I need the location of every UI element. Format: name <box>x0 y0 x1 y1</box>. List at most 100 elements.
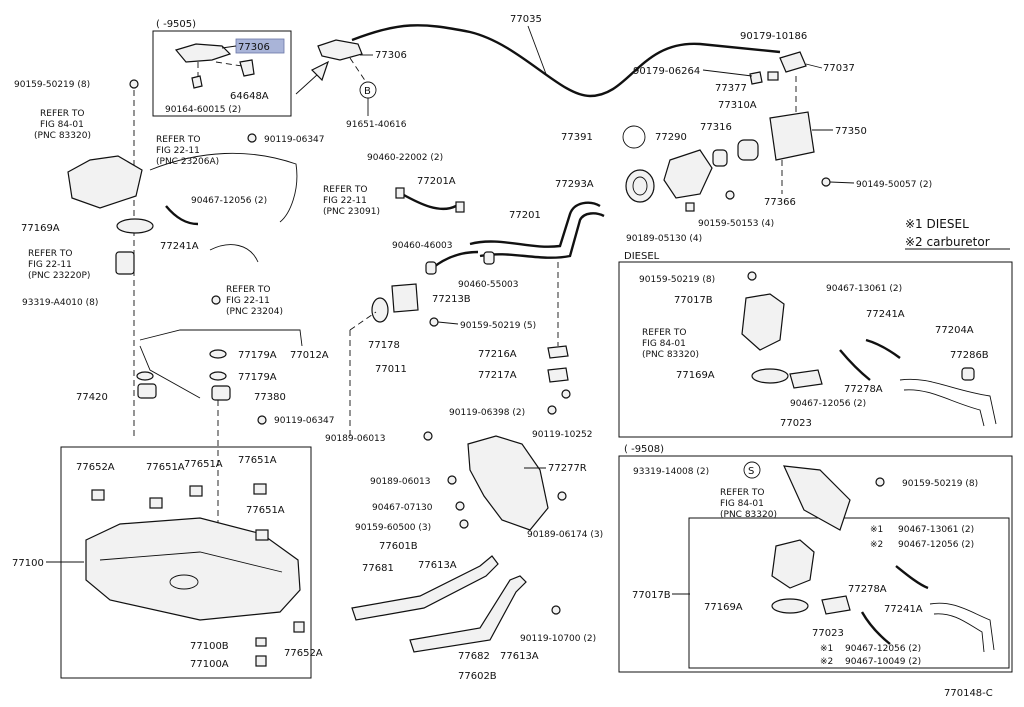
part-93319-A4010: 93319-A4010 (8) <box>22 298 98 308</box>
part-77201: 77201 <box>509 210 541 221</box>
marker-b-label: B <box>364 86 371 97</box>
part-77613A-2: 77613A <box>500 651 539 662</box>
part-77035: 77035 <box>510 14 542 25</box>
diesel-sender-bracket <box>741 293 785 351</box>
legend-carburetor: ※2 carburetor <box>905 235 990 249</box>
part-77420: 77420 <box>76 392 108 403</box>
diesel-part-77023: 77023 <box>780 418 812 429</box>
part-77310A: 77310A <box>718 100 757 111</box>
ref-block-1: REFER TO FIG 84-01 (PNC 83320) <box>34 109 91 141</box>
part-77306-box: 77306 <box>238 42 270 53</box>
svg-text:FIG 22-11: FIG 22-11 <box>28 260 72 270</box>
part-77277R: 77277R <box>548 463 587 474</box>
part-90164-60015: 90164-60015 (2) <box>165 105 241 115</box>
svg-text:(PNC 23204): (PNC 23204) <box>226 307 283 317</box>
diesel-label: DIESEL <box>624 251 660 262</box>
part-77178: 77178 <box>368 340 400 351</box>
part-77035-cable <box>351 24 781 98</box>
part-77316: 77316 <box>700 122 732 133</box>
part-77293A-shape <box>625 169 655 203</box>
svg-text:(PNC 23206A): (PNC 23206A) <box>156 157 219 167</box>
ref-block-7: REFER TO FIG 84-01 (PNC 83320) <box>720 488 777 520</box>
part-90179-06264: 90179-06264 <box>633 66 700 77</box>
part-90159-50219-8a: 90159-50219 (8) <box>14 80 90 90</box>
ref-block-6: REFER TO FIG 84-01 (PNC 83320) <box>642 328 699 360</box>
diesel-part-77204A: 77204A <box>935 325 974 336</box>
part-77100B: 77100B <box>190 641 229 652</box>
svg-text:FIG 84-01: FIG 84-01 <box>720 499 764 509</box>
part-90460-55003: 90460-55003 <box>458 280 519 290</box>
fuel-pump-bracket <box>67 155 143 209</box>
part-90119-06347-a: 90119-06347 <box>264 135 325 145</box>
svg-text:FIG 84-01: FIG 84-01 <box>642 339 686 349</box>
svg-text:(PNC 23220P): (PNC 23220P) <box>28 271 90 281</box>
part-77290-shape <box>663 149 713 199</box>
svg-text:(PNC 23091): (PNC 23091) <box>323 207 380 217</box>
carb-part-77023: 77023 <box>812 628 844 639</box>
part-90179-10186: 90179-10186 <box>740 31 807 42</box>
part-77350-shape <box>769 111 815 161</box>
part-77100: 77100 <box>12 558 44 569</box>
part-77602B-strap <box>409 575 527 653</box>
part-90119-06398: 90119-06398 (2) <box>449 408 525 418</box>
part-77217A: 77217A <box>478 370 517 381</box>
carb-part-90467-13061: 90467-13061 (2) <box>898 525 974 535</box>
svg-text:REFER TO: REFER TO <box>323 185 368 195</box>
part-90159-50153: 90159-50153 (4) <box>698 219 774 229</box>
part-77602B: 77602B <box>458 671 497 682</box>
svg-text:REFER TO: REFER TO <box>156 135 201 145</box>
part-77241A: 77241A <box>160 241 199 252</box>
top-inset-parts <box>174 38 285 89</box>
part-77201A-hose <box>401 192 457 211</box>
diesel-part-77241A: 77241A <box>866 309 905 320</box>
part-77651A-3: 77651A <box>238 455 277 466</box>
part-77366: 77366 <box>764 197 796 208</box>
part-90189-06013-b: 90189-06013 <box>370 477 431 487</box>
carb-part-90467-12056-b: 90467-12056 (2) <box>845 644 921 654</box>
svg-text:(PNC 83320): (PNC 83320) <box>34 131 91 141</box>
fuel-tank-77100 <box>85 517 301 621</box>
svg-text:REFER TO: REFER TO <box>226 285 271 295</box>
part-77420-shape <box>137 383 157 399</box>
part-90159-60500: 90159-60500 (3) <box>355 523 431 533</box>
part-77652A-2: 77652A <box>284 648 323 659</box>
part-90460-46003: 90460-46003 <box>392 241 453 251</box>
lower-box <box>618 455 1013 673</box>
marker-s <box>743 461 761 479</box>
part-77179A-1: 77179A <box>238 350 277 361</box>
part-77391: 77391 <box>561 132 593 143</box>
tank-box <box>60 446 312 679</box>
diesel-part-77169A: 77169A <box>676 370 715 381</box>
part-77350: 77350 <box>835 126 867 137</box>
carb-part-90159-50219: 90159-50219 (8) <box>902 479 978 489</box>
part-77681: 77681 <box>362 563 394 574</box>
diesel-part-77278A: 77278A <box>844 384 883 395</box>
part-77011: 77011 <box>375 364 407 375</box>
part-77613A-1: 77613A <box>418 560 457 571</box>
part-77380-shape <box>211 385 231 401</box>
part-77601B: 77601B <box>379 541 418 552</box>
figure-id: 770148-C <box>944 688 993 699</box>
part-90189-06013-a: 90189-06013 <box>325 434 386 444</box>
part-91651-40616: 91651-40616 <box>346 120 407 130</box>
part-77682: 77682 <box>458 651 490 662</box>
part-77293A: 77293A <box>555 179 594 190</box>
part-90149-50057: 90149-50057 (2) <box>856 180 932 190</box>
svg-text:REFER TO: REFER TO <box>720 488 765 498</box>
svg-text:(PNC 83320): (PNC 83320) <box>720 510 777 520</box>
part-77651A-4: 77651A <box>246 505 285 516</box>
part-77178-shape <box>371 297 389 323</box>
part-77201A: 77201A <box>417 176 456 187</box>
ref-block-4: REFER TO FIG 22-11 (PNC 23220P) <box>28 249 90 281</box>
carb-sender-bracket <box>771 539 815 589</box>
svg-text:FIG 84-01: FIG 84-01 <box>40 120 84 130</box>
part-90119-10252: 90119-10252 <box>532 430 593 440</box>
svg-text:FIG 22-11: FIG 22-11 <box>226 296 270 306</box>
part-90119-10700: 90119-10700 (2) <box>520 634 596 644</box>
part-90460-22002: 90460-22002 (2) <box>367 153 443 163</box>
marker-s-label: S <box>748 466 754 477</box>
part-77277R-shape <box>467 435 549 531</box>
diesel-part-77286B: 77286B <box>950 350 989 361</box>
